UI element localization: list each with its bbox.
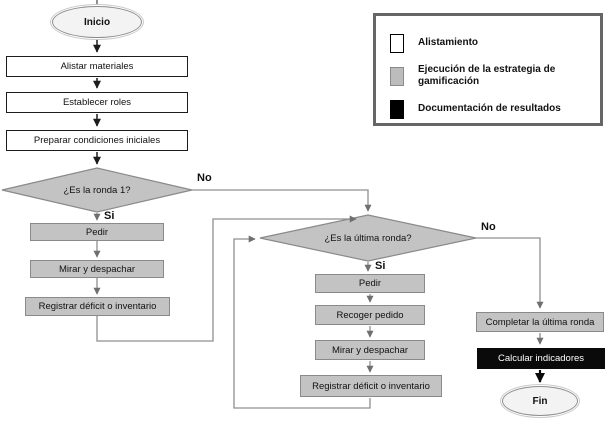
edge-registrar2-loop-decision2	[233, 235, 371, 409]
legend-item-ejecucion: Ejecución de la estrategia de gamificaci…	[390, 60, 566, 92]
start-label: Inicio	[83, 16, 111, 28]
step-registrar-deficit: Registrar déficit o inventario	[300, 375, 442, 397]
legend-swatch-alistamiento	[390, 33, 404, 53]
step-pedir-r1: Pedir	[30, 223, 164, 241]
label-si-2: Si	[375, 260, 386, 272]
step-recoger-pedido: Recoger pedido	[315, 305, 425, 325]
edge-decision1-no-decision2	[192, 189, 372, 212]
step-establecer-roles: Establecer roles	[6, 92, 188, 113]
decision-ultima-ronda-label: ¿Es la última ronda?	[324, 233, 412, 244]
legend-item-alistamiento: Alistamiento	[390, 30, 568, 56]
legend-label-documentacion: Documentación de resultados	[418, 102, 561, 114]
legend-swatch-documentacion	[390, 99, 404, 119]
step-completar-ultima-ronda: Completar la última ronda	[476, 312, 604, 332]
label-si-1: Si	[104, 210, 115, 222]
step-registrar-deficit-r1: Registrar déficit o inventario	[25, 297, 170, 316]
step-pedir: Pedir	[315, 274, 425, 293]
decision-ronda-1-label: ¿Es la ronda 1?	[63, 185, 131, 196]
end-label: Fin	[532, 395, 548, 407]
legend-label-ejecucion: Ejecución de la estrategia de gamificaci…	[418, 63, 556, 88]
step-preparar-condiciones: Preparar condiciones iniciales	[6, 130, 188, 151]
edge-decision2-no-completar	[476, 237, 544, 309]
step-alistar-materiales: Alistar materiales	[6, 56, 188, 77]
step-mirar-despachar-r1: Mirar y despachar	[30, 260, 164, 278]
edge-registrar1-decision2	[96, 215, 357, 342]
step-calcular-indicadores: Calcular indicadores	[477, 348, 605, 369]
step-mirar-despachar: Mirar y despachar	[315, 340, 425, 360]
label-no-1: No	[197, 172, 212, 184]
start-terminator: Inicio	[50, 4, 144, 40]
end-terminator: Fin	[500, 384, 580, 418]
legend-swatch-ejecucion	[390, 66, 404, 86]
label-no-2: No	[481, 221, 496, 233]
legend-label-alistamiento: Alistamiento	[418, 36, 479, 48]
legend-item-documentacion: Documentación de resultados	[390, 96, 588, 122]
legend-box: Alistamiento Ejecución de la estrategia …	[373, 13, 603, 126]
